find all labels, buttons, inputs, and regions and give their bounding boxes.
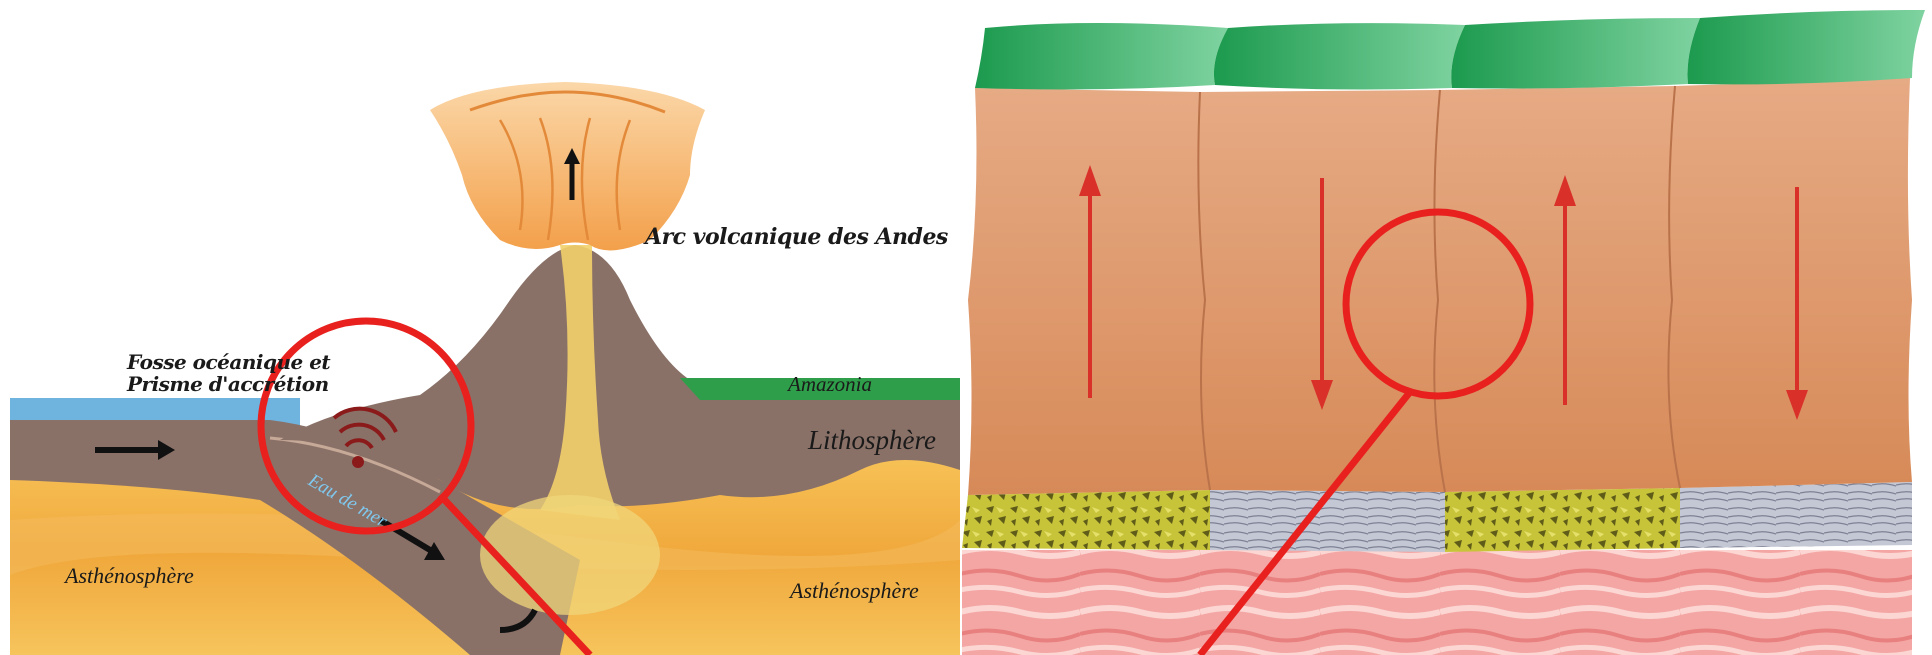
gneiss-block-3 bbox=[1445, 488, 1680, 552]
soil-block-4 bbox=[1688, 10, 1926, 84]
crust-block-4 bbox=[1668, 78, 1912, 488]
trench-label-line2: Prisme d'accrétion bbox=[127, 372, 329, 396]
asthenosphere-right-label: Asthénosphère bbox=[790, 578, 919, 604]
crust-block-3 bbox=[1434, 86, 1680, 492]
gneiss-block-1 bbox=[962, 490, 1210, 550]
amazonia-label: Amazonia bbox=[788, 372, 872, 397]
soil-block-1 bbox=[975, 23, 1228, 89]
volcanic-arc-label: Arc volcanique des Andes bbox=[645, 224, 948, 250]
gneiss-block-4 bbox=[1680, 482, 1912, 548]
asthenosphere-left-label: Asthénosphère bbox=[65, 563, 194, 589]
magma-chamber bbox=[480, 495, 660, 615]
fault-block-panel bbox=[962, 10, 1925, 655]
trench-label-line1: Fosse océanique et bbox=[127, 350, 330, 374]
lithosphere-label: Lithosphère bbox=[808, 425, 936, 456]
soil-block-3 bbox=[1451, 18, 1700, 89]
soil-block-2 bbox=[1214, 23, 1465, 89]
mantle-layer bbox=[962, 550, 1912, 655]
